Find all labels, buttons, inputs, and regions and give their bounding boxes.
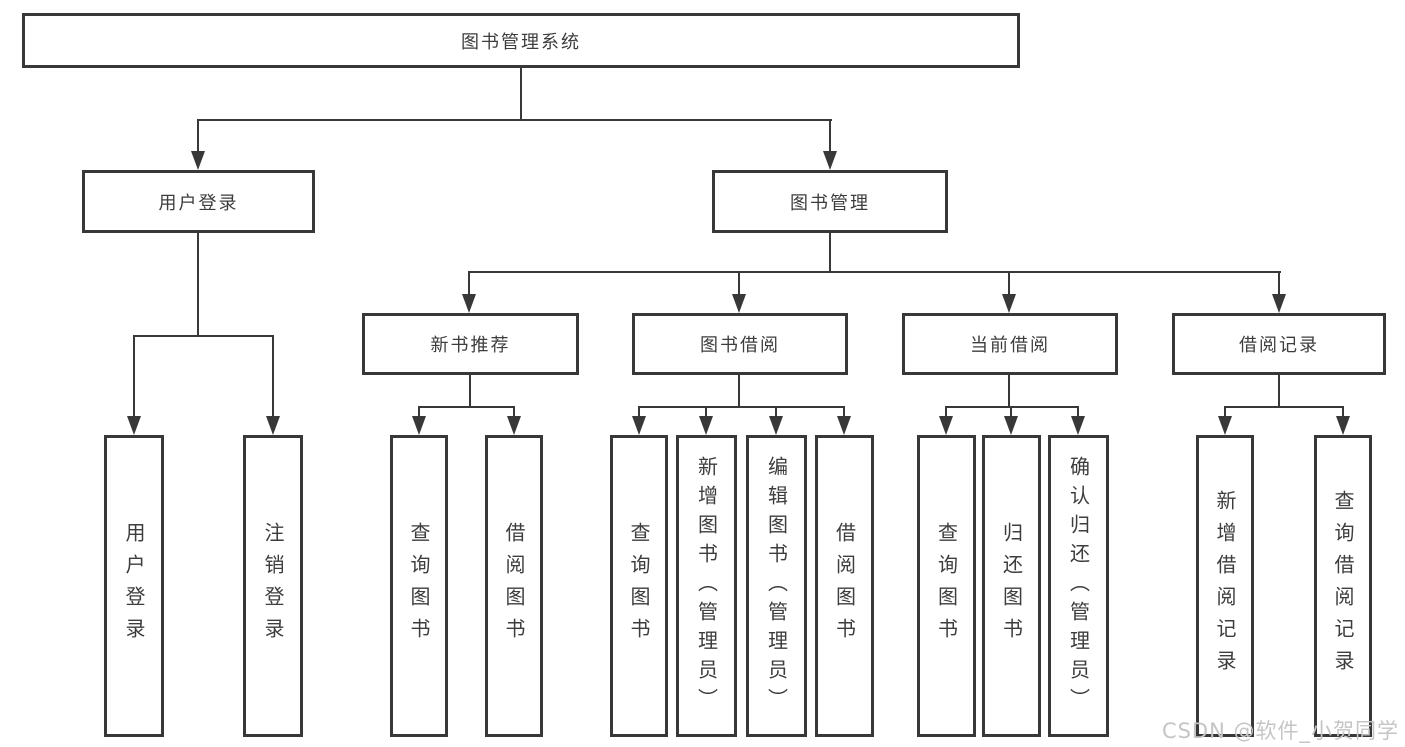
arrow-to-borrow-books-borrowing <box>837 406 851 435</box>
node-new-book-recommend-label: 新书推荐 <box>430 335 511 356</box>
arrow-to-query-books-borrowing <box>632 406 646 435</box>
node-book-management: 图书管理 <box>712 170 948 233</box>
arrow-to-new-book-recommend <box>462 271 476 313</box>
connector-book-borrowing-branch <box>638 406 845 408</box>
node-borrowing-records-label: 借阅记录 <box>1239 335 1319 356</box>
leaf-user-login: 用户登录 <box>104 435 164 737</box>
leaf-edit-books-admin: 编辑图书（管理员） <box>746 435 807 737</box>
leaf-add-books-admin: 新增图书（管理员） <box>676 435 737 737</box>
leaf-return-books: 归还图书 <box>982 435 1041 737</box>
leaf-logout-label: 注销登录 <box>261 522 285 650</box>
connector-current-borrowing-branch <box>945 406 1079 408</box>
leaf-borrow-books-recommend: 借阅图书 <box>485 435 543 737</box>
leaf-query-borrow-record-label: 查询借阅记录 <box>1331 490 1355 682</box>
leaf-edit-books-admin-label: 编辑图书（管理员） <box>764 455 789 717</box>
leaf-query-books-recommend: 查询图书 <box>390 435 448 737</box>
leaf-query-books-recommend-label: 查询图书 <box>407 522 431 650</box>
arrow-to-confirm-return-admin <box>1071 406 1085 435</box>
arrow-to-return-books <box>1004 406 1018 435</box>
leaf-query-books-current: 查询图书 <box>917 435 976 737</box>
node-current-borrowing-label: 当前借阅 <box>970 335 1050 356</box>
leaf-return-books-label: 归还图书 <box>999 522 1024 650</box>
arrow-to-query-books-recommend <box>412 406 426 435</box>
connector-borrowing-records-stem <box>1278 374 1280 407</box>
leaf-borrow-books-borrowing-label: 借阅图书 <box>832 522 857 650</box>
connector-new-book-recommend-stem <box>469 374 471 407</box>
leaf-query-books-borrowing: 查询图书 <box>610 435 668 737</box>
connector-current-borrowing-stem <box>1008 374 1010 407</box>
arrow-to-user-login-leaf <box>127 335 141 435</box>
connector-book-borrowing-stem <box>738 374 740 407</box>
node-book-borrowing-label: 图书借阅 <box>700 335 780 356</box>
leaf-logout: 注销登录 <box>243 435 303 737</box>
arrow-to-logout <box>266 335 280 435</box>
csdn-watermark: CSDN @软件_小贺同学 <box>1161 719 1399 743</box>
connector-book-management-stem <box>829 232 831 272</box>
leaf-confirm-return-admin-label: 确认归还（管理员） <box>1066 455 1091 717</box>
arrow-to-add-books-admin <box>699 406 713 435</box>
connector-new-book-recommend-branch <box>418 406 515 408</box>
node-user-login: 用户登录 <box>82 170 315 233</box>
node-root-library-management-system: 图书管理系统 <box>22 13 1020 68</box>
arrow-to-add-borrow-record <box>1218 406 1232 435</box>
leaf-user-login-label: 用户登录 <box>122 522 146 650</box>
connector-book-management-branch <box>468 271 1281 273</box>
connector-root-stem <box>520 67 522 120</box>
node-book-borrowing: 图书借阅 <box>632 313 848 375</box>
arrow-to-book-management <box>823 119 837 170</box>
leaf-borrow-books-borrowing: 借阅图书 <box>815 435 874 737</box>
node-root-label: 图书管理系统 <box>461 31 581 53</box>
arrow-to-current-borrowing <box>1002 271 1016 313</box>
leaf-query-borrow-record: 查询借阅记录 <box>1314 435 1372 737</box>
node-new-book-recommend: 新书推荐 <box>362 313 579 375</box>
node-user-login-label: 用户登录 <box>158 192 239 214</box>
arrow-to-book-borrowing <box>732 271 746 313</box>
connector-root-branch <box>197 119 832 121</box>
leaf-confirm-return-admin: 确认归还（管理员） <box>1048 435 1109 737</box>
leaf-add-borrow-record: 新增借阅记录 <box>1196 435 1254 737</box>
arrow-to-query-borrow-record <box>1336 406 1350 435</box>
leaf-query-books-borrowing-label: 查询图书 <box>627 522 651 650</box>
leaf-add-borrow-record-label: 新增借阅记录 <box>1213 490 1237 682</box>
leaf-borrow-books-recommend-label: 借阅图书 <box>502 522 526 650</box>
node-borrowing-records: 借阅记录 <box>1172 313 1386 375</box>
connector-borrowing-records-branch <box>1224 406 1344 408</box>
arrow-to-user-login <box>191 119 205 170</box>
arrow-to-edit-books-admin <box>769 406 783 435</box>
leaf-add-books-admin-label: 新增图书（管理员） <box>694 455 719 717</box>
leaf-query-books-current-label: 查询图书 <box>934 522 959 650</box>
node-book-management-label: 图书管理 <box>790 192 870 214</box>
arrow-to-query-books-current <box>939 406 953 435</box>
connector-user-login-stem <box>197 232 199 336</box>
connector-user-login-branch <box>133 335 274 337</box>
arrow-to-borrowing-records <box>1272 271 1286 313</box>
node-current-borrowing: 当前借阅 <box>902 313 1118 375</box>
arrow-to-borrow-books-recommend <box>507 406 521 435</box>
